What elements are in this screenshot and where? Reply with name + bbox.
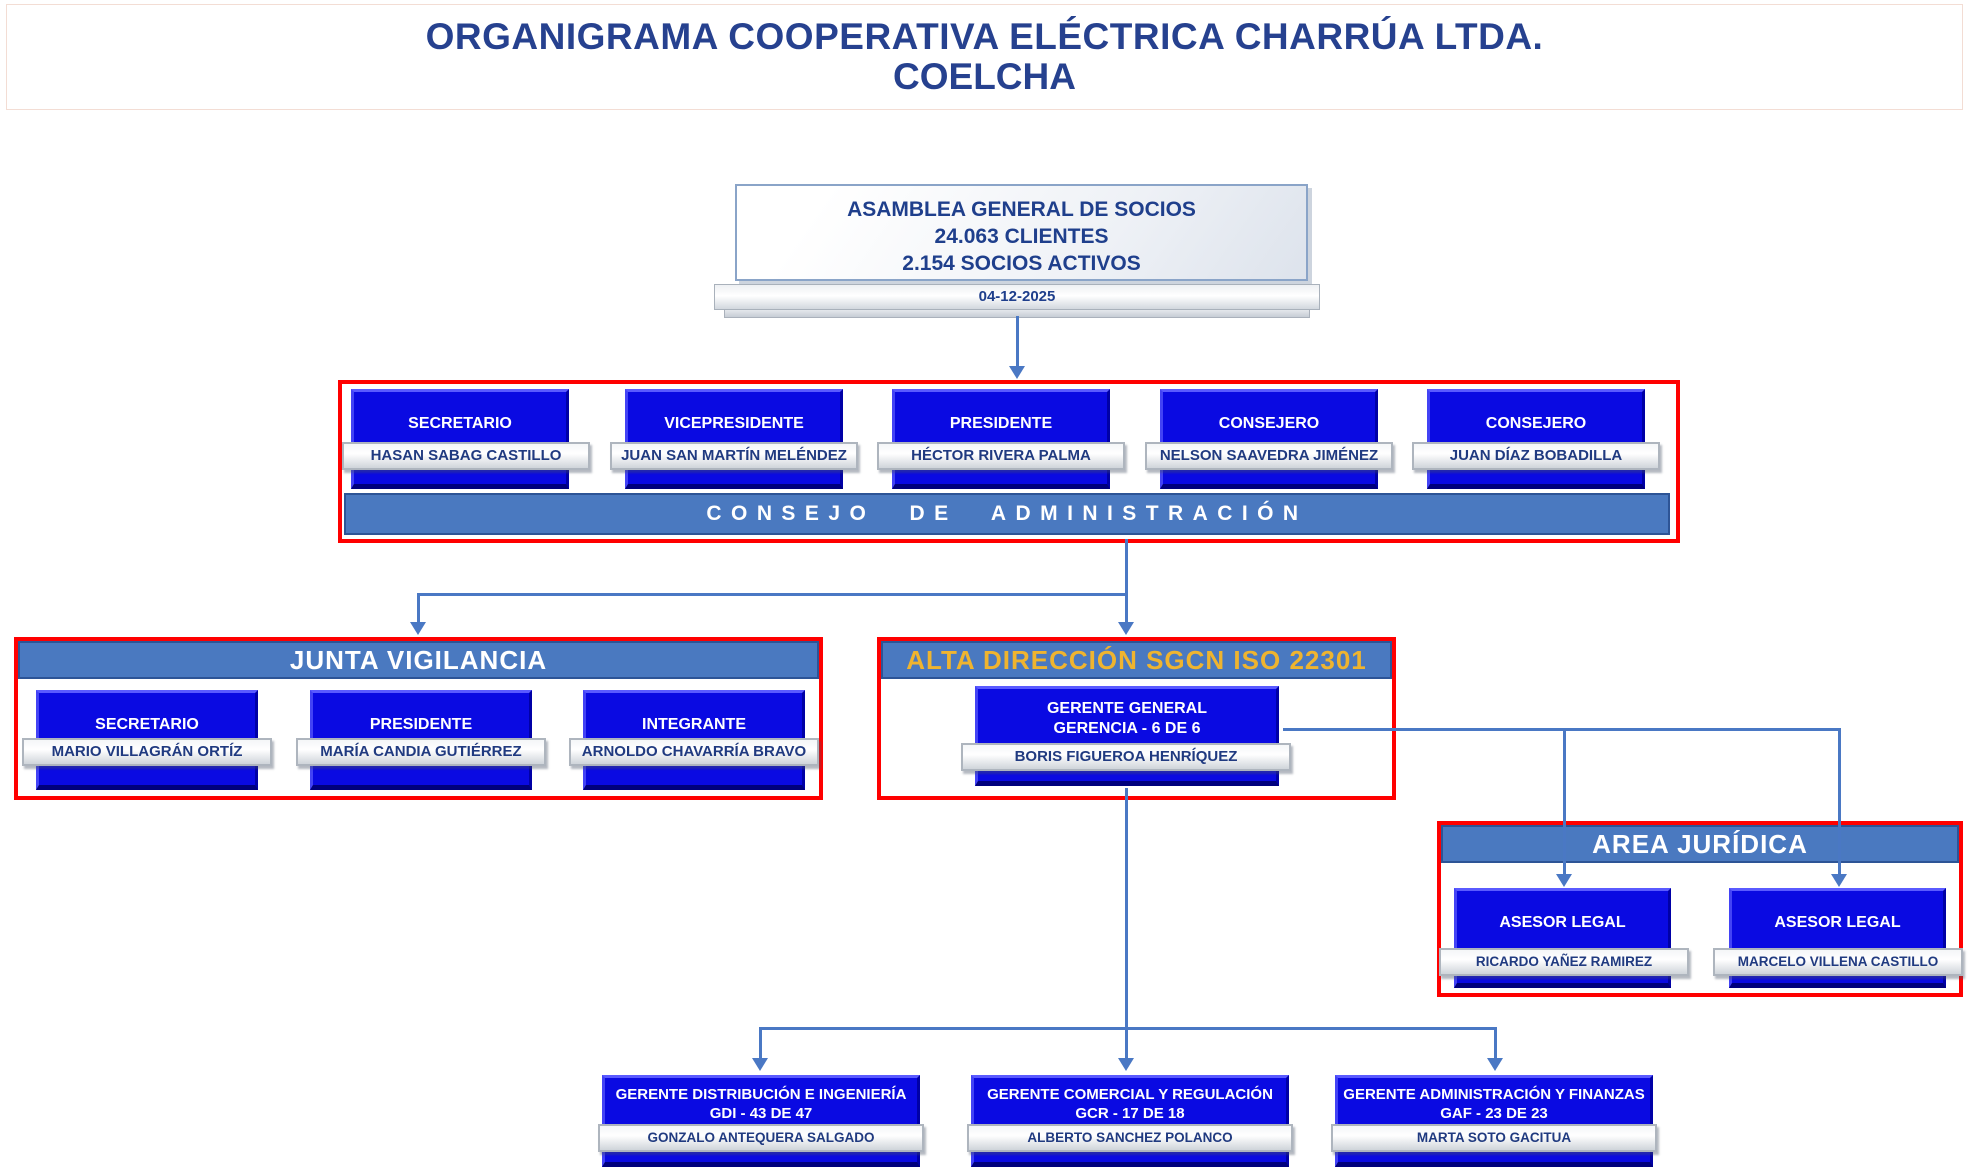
gerencia-name-ribbon: GONZALO ANTEQUERA SALGADO [598,1124,924,1152]
consejo-role-box: SECRETARIO [351,389,569,489]
connector-assembly-consejo [1016,316,1019,368]
member-name: HASAN SABAG CASTILLO [370,447,562,464]
assembly-date-bar: 04-12-2025 [714,284,1320,310]
member-name: JUAN DÍAZ BOBADILLA [1449,447,1623,464]
role-label: INTEGRANTE [642,716,746,733]
role-label: SECRETARIO [95,716,199,733]
role-label-line2: GERENCIA - 6 DE 6 [1053,720,1201,737]
connector-alta-drop [1125,595,1128,624]
junta-name-ribbon: MARIO VILLAGRÁN ORTÍZ [22,738,272,766]
member-name: GONZALO ANTEQUERA SALGADO [647,1130,875,1145]
member-name: MARIO VILLAGRÁN ORTÍZ [51,743,243,760]
gerencia-box-gaf: GERENTE ADMINISTRACIÓN Y FINANZAS GAF - … [1335,1075,1653,1167]
connector-gcr-drop [1125,1029,1128,1059]
gerencia-box-gdi: GERENTE DISTRIBUCIÓN E INGENIERÍA GDI - … [602,1075,920,1167]
role-label: SECRETARIO [408,415,512,432]
gerencia-name-ribbon: MARTA SOTO GACITUA [1331,1124,1657,1152]
connector-consejo-hline [417,593,1128,596]
assembly-date: 04-12-2025 [978,288,1056,305]
member-name: HÉCTOR RIVERA PALMA [911,447,1091,464]
junta-name-ribbon: ARNOLDO CHAVARRÍA BRAVO [569,738,819,766]
role-label-line2: GDI - 43 DE 47 [709,1105,813,1122]
role-label: PRESIDENTE [949,415,1053,432]
alta-direccion-section: ALTA DIRECCIÓN SGCN ISO 22301 GERENTE GE… [877,637,1396,800]
arrowhead [1009,366,1025,379]
connector-juridica-drop2 [1838,728,1841,876]
role-label: CONSEJERO [1218,415,1320,432]
consejo-role-box: CONSEJERO [1427,389,1645,489]
gerente-general-name-ribbon: BORIS FIGUEROA HENRÍQUEZ [961,743,1291,771]
assembly-clients: 24.063 CLIENTES [934,225,1109,248]
arrowhead [1556,874,1572,887]
gerencia-box-gcr: GERENTE COMERCIAL Y REGULACIÓN GCR - 17 … [971,1075,1289,1167]
consejo-role-box: VICEPRESIDENTE [625,389,843,489]
area-juridica-section: AREA JURÍDICA ASESOR LEGAL RICARDO YAÑEZ… [1437,821,1963,997]
gerente-general-box: GERENTE GENERAL GERENCIA - 6 DE 6 [975,686,1279,786]
role-label: ASESOR LEGAL [1774,914,1901,931]
arrowhead [1118,622,1134,635]
junta-name-ribbon: MARÍA CANDIA GUTIÉRREZ [296,738,546,766]
consejo-role-box: CONSEJERO [1160,389,1378,489]
connector-gaf-drop [1494,1029,1497,1059]
arrowhead [1487,1058,1503,1071]
member-name: MARTA SOTO GACITUA [1416,1130,1572,1145]
consejo-name-ribbon: HÉCTOR RIVERA PALMA [877,442,1125,470]
member-name: MARÍA CANDIA GUTIÉRREZ [320,743,522,760]
role-label-line1: GERENTE ADMINISTRACIÓN Y FINANZAS [1343,1086,1645,1103]
member-name: JUAN SAN MARTÍN MELÉNDEZ [621,447,847,464]
page-title-line2: COELCHA [893,56,1076,97]
connector-gerencias-hline [759,1027,1497,1030]
role-label: CONSEJERO [1485,415,1587,432]
title-block: ORGANIGRAMA COOPERATIVA ELÉCTRICA CHARRÚ… [6,4,1963,110]
connector-juridica-drop1 [1563,730,1566,876]
assembly-title: ASAMBLEA GENERAL DE SOCIOS [847,198,1196,221]
member-name: MARCELO VILLENA CASTILLO [1737,954,1939,969]
arrowhead [1118,1058,1134,1071]
assembly-active-members: 2.154 SOCIOS ACTIVOS [902,252,1141,275]
alta-direccion-header: ALTA DIRECCIÓN SGCN ISO 22301 [881,641,1392,679]
member-name: NELSON SAAVEDRA JIMÉNEZ [1159,447,1379,464]
assembly-box: ASAMBLEA GENERAL DE SOCIOS 24.063 CLIENT… [735,184,1308,281]
asesor-name-ribbon: RICARDO YAÑEZ RAMIREZ [1439,948,1689,976]
member-name: ARNOLDO CHAVARRÍA BRAVO [581,743,807,760]
member-name: BORIS FIGUEROA HENRÍQUEZ [1014,748,1238,765]
consejo-name-ribbon: NELSON SAAVEDRA JIMÉNEZ [1145,442,1393,470]
junta-section: JUNTA VIGILANCIA SECRETARIO MARIO VILLAG… [14,637,823,800]
consejo-name-ribbon: HASAN SABAG CASTILLO [342,442,590,470]
consejo-name-ribbon: JUAN DÍAZ BOBADILLA [1412,442,1660,470]
role-label-line1: GERENTE DISTRIBUCIÓN E INGENIERÍA [615,1086,907,1103]
role-label: ASESOR LEGAL [1499,914,1626,931]
role-label-line1: GERENTE COMERCIAL Y REGULACIÓN [987,1086,1273,1103]
connector-junta-drop [417,595,420,624]
junta-header: JUNTA VIGILANCIA [18,641,819,679]
connector-gdi-drop [759,1029,762,1059]
connector-consejo-drop [1125,539,1128,595]
connector-gg-down [1125,788,1128,1030]
member-name: RICARDO YAÑEZ RAMIREZ [1475,954,1653,969]
arrowhead [410,622,426,635]
member-name: ALBERTO SANCHEZ POLANCO [1027,1130,1233,1145]
gerencia-name-ribbon: ALBERTO SANCHEZ POLANCO [967,1124,1293,1152]
asesor-name-ribbon: MARCELO VILLENA CASTILLO [1713,948,1963,976]
consejo-name-ribbon: JUAN SAN MARTÍN MELÉNDEZ [610,442,858,470]
area-juridica-header: AREA JURÍDICA [1441,825,1959,863]
role-label: VICEPRESIDENTE [664,415,804,432]
role-label-line2: GCR - 17 DE 18 [1075,1105,1185,1122]
role-label: PRESIDENTE [369,716,473,733]
consejo-title-bar: CONSEJO DE ADMINISTRACIÓN [344,493,1670,535]
connector-gg-right [1283,728,1841,731]
role-label-line1: GERENTE GENERAL [1046,700,1207,717]
role-label-line2: GAF - 23 DE 23 [1440,1105,1548,1122]
arrowhead [752,1058,768,1071]
page-title-line1: ORGANIGRAMA COOPERATIVA ELÉCTRICA CHARRÚ… [425,16,1544,57]
arrowhead [1831,874,1847,887]
consejo-section: SECRETARIO HASAN SABAG CASTILLO VICEPRES… [338,380,1680,543]
consejo-role-box: PRESIDENTE [892,389,1110,489]
